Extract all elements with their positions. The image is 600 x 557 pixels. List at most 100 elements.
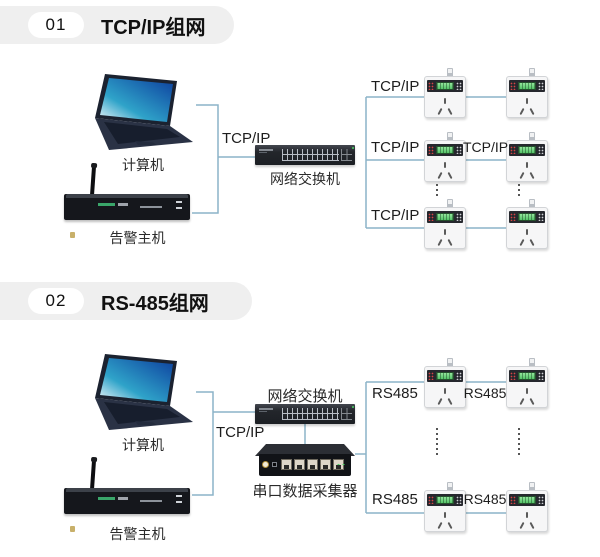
socket-pin-slot — [447, 107, 453, 116]
alarm-host-node — [64, 457, 190, 532]
front-buttons-icon — [176, 201, 182, 211]
socket-antenna-tab — [447, 358, 453, 369]
socket-antenna-tab — [447, 199, 453, 210]
socket-pin-slot — [437, 171, 443, 180]
socket-display-panel — [509, 211, 545, 223]
socket-led-grid-icon — [428, 372, 434, 380]
socket-button-grid-icon — [538, 496, 544, 504]
alarm-host-label: 告警主机 — [109, 230, 166, 246]
front-buttons-icon — [176, 495, 182, 505]
socket-pin-slot — [529, 521, 535, 530]
socket-plate — [506, 490, 548, 532]
socket-antenna-tab — [447, 132, 453, 143]
socket-antenna-tab — [529, 199, 535, 210]
rj45-port-icon — [320, 459, 331, 470]
smart-socket-device — [506, 482, 548, 532]
switch-node — [255, 145, 355, 165]
socket-display-panel — [509, 80, 545, 92]
socket-pin-slot — [526, 512, 528, 518]
socket-button-grid-icon — [456, 82, 462, 90]
network-switch-device — [255, 145, 355, 165]
socket-button-grid-icon — [456, 213, 462, 221]
switch-brand-mark — [259, 149, 273, 153]
rj45-port-icon — [307, 459, 318, 470]
socket-pin-slot — [447, 238, 453, 247]
socket-button-grid-icon — [538, 146, 544, 154]
computer-label: 计算机 — [122, 157, 164, 173]
socket-pin-slot — [519, 397, 525, 406]
socket-node — [506, 68, 548, 118]
socket-pin-slot — [519, 521, 525, 530]
alarm-host-node — [64, 163, 190, 238]
socket-pin-slot — [529, 171, 535, 180]
smart-socket-device — [424, 482, 466, 532]
socket-pin-slot — [529, 397, 535, 406]
socket-pin-slot — [437, 238, 443, 247]
ellipsis-vertical-icon — [518, 428, 520, 458]
model-text-mark — [140, 500, 162, 502]
ellipsis-vertical-icon — [436, 184, 438, 198]
smart-socket-device — [506, 68, 548, 118]
socket-plate — [424, 490, 466, 532]
socket-display-panel — [509, 494, 545, 506]
socket-plate — [506, 140, 548, 182]
smart-socket-device — [506, 358, 548, 408]
socket-node — [506, 132, 548, 182]
smart-socket-device — [424, 132, 466, 182]
socket-led-grid-icon — [428, 146, 434, 154]
socket-pin-slot — [519, 107, 525, 116]
socket-pin-slot — [444, 162, 446, 168]
section-title: RS-485组网 — [101, 292, 209, 315]
socket-pin-slot — [519, 171, 525, 180]
rj45-port-icon — [294, 459, 305, 470]
socket-node — [424, 199, 466, 249]
socket-plate — [506, 76, 548, 118]
section-number: 01 — [45, 15, 67, 34]
branch-label: RS485 — [463, 385, 507, 401]
switch-uplink-ports — [341, 149, 352, 161]
socket-node — [424, 358, 466, 408]
socket-pin-slot — [447, 171, 453, 180]
model-text-mark — [140, 206, 162, 208]
collector-status-leds — [336, 463, 345, 466]
laptop-computer-device — [95, 74, 193, 150]
socket-plate — [424, 140, 466, 182]
socket-pin-slot — [437, 521, 443, 530]
uplink-label: TCP/IP — [222, 130, 271, 147]
socket-button-grid-icon — [538, 213, 544, 221]
ellipsis-vertical-icon — [436, 428, 438, 458]
section-number-badge: 02 — [28, 288, 84, 314]
computer-node — [93, 74, 197, 163]
socket-display-panel — [509, 144, 545, 156]
socket-led-grid-icon — [510, 213, 516, 221]
switch-label: 网络交换机 — [267, 388, 343, 405]
section-number: 02 — [45, 291, 67, 310]
socket-lcd-screen — [436, 82, 454, 90]
socket-lcd-screen — [436, 496, 454, 504]
socket-display-panel — [427, 211, 463, 223]
smart-socket-device — [424, 199, 466, 249]
socket-antenna-tab — [529, 68, 535, 79]
socket-led-grid-icon — [428, 213, 434, 221]
socket-button-grid-icon — [538, 372, 544, 380]
brand-logo-icon — [98, 203, 128, 206]
uplink-label: TCP/IP — [216, 424, 265, 441]
socket-display-panel — [427, 144, 463, 156]
socket-display-panel — [509, 370, 545, 382]
alarm-host-label: 告警主机 — [109, 526, 166, 542]
smart-socket-device — [506, 199, 548, 249]
switch-status-led — [352, 147, 354, 149]
socket-led-grid-icon — [428, 82, 434, 90]
socket-pin-slot — [437, 397, 443, 406]
switch-brand-mark — [259, 408, 273, 412]
socket-pin-slot — [519, 238, 525, 247]
branch-label: TCP/IP — [371, 207, 420, 224]
socket-pin-slot — [444, 229, 446, 235]
socket-pin-slot — [526, 388, 528, 394]
socket-lcd-screen — [436, 146, 454, 154]
antenna-connector-icon — [262, 461, 269, 468]
socket-node — [424, 68, 466, 118]
alarm-host-chassis — [64, 194, 190, 238]
socket-display-panel — [427, 370, 463, 382]
network-switch-device — [255, 404, 355, 424]
